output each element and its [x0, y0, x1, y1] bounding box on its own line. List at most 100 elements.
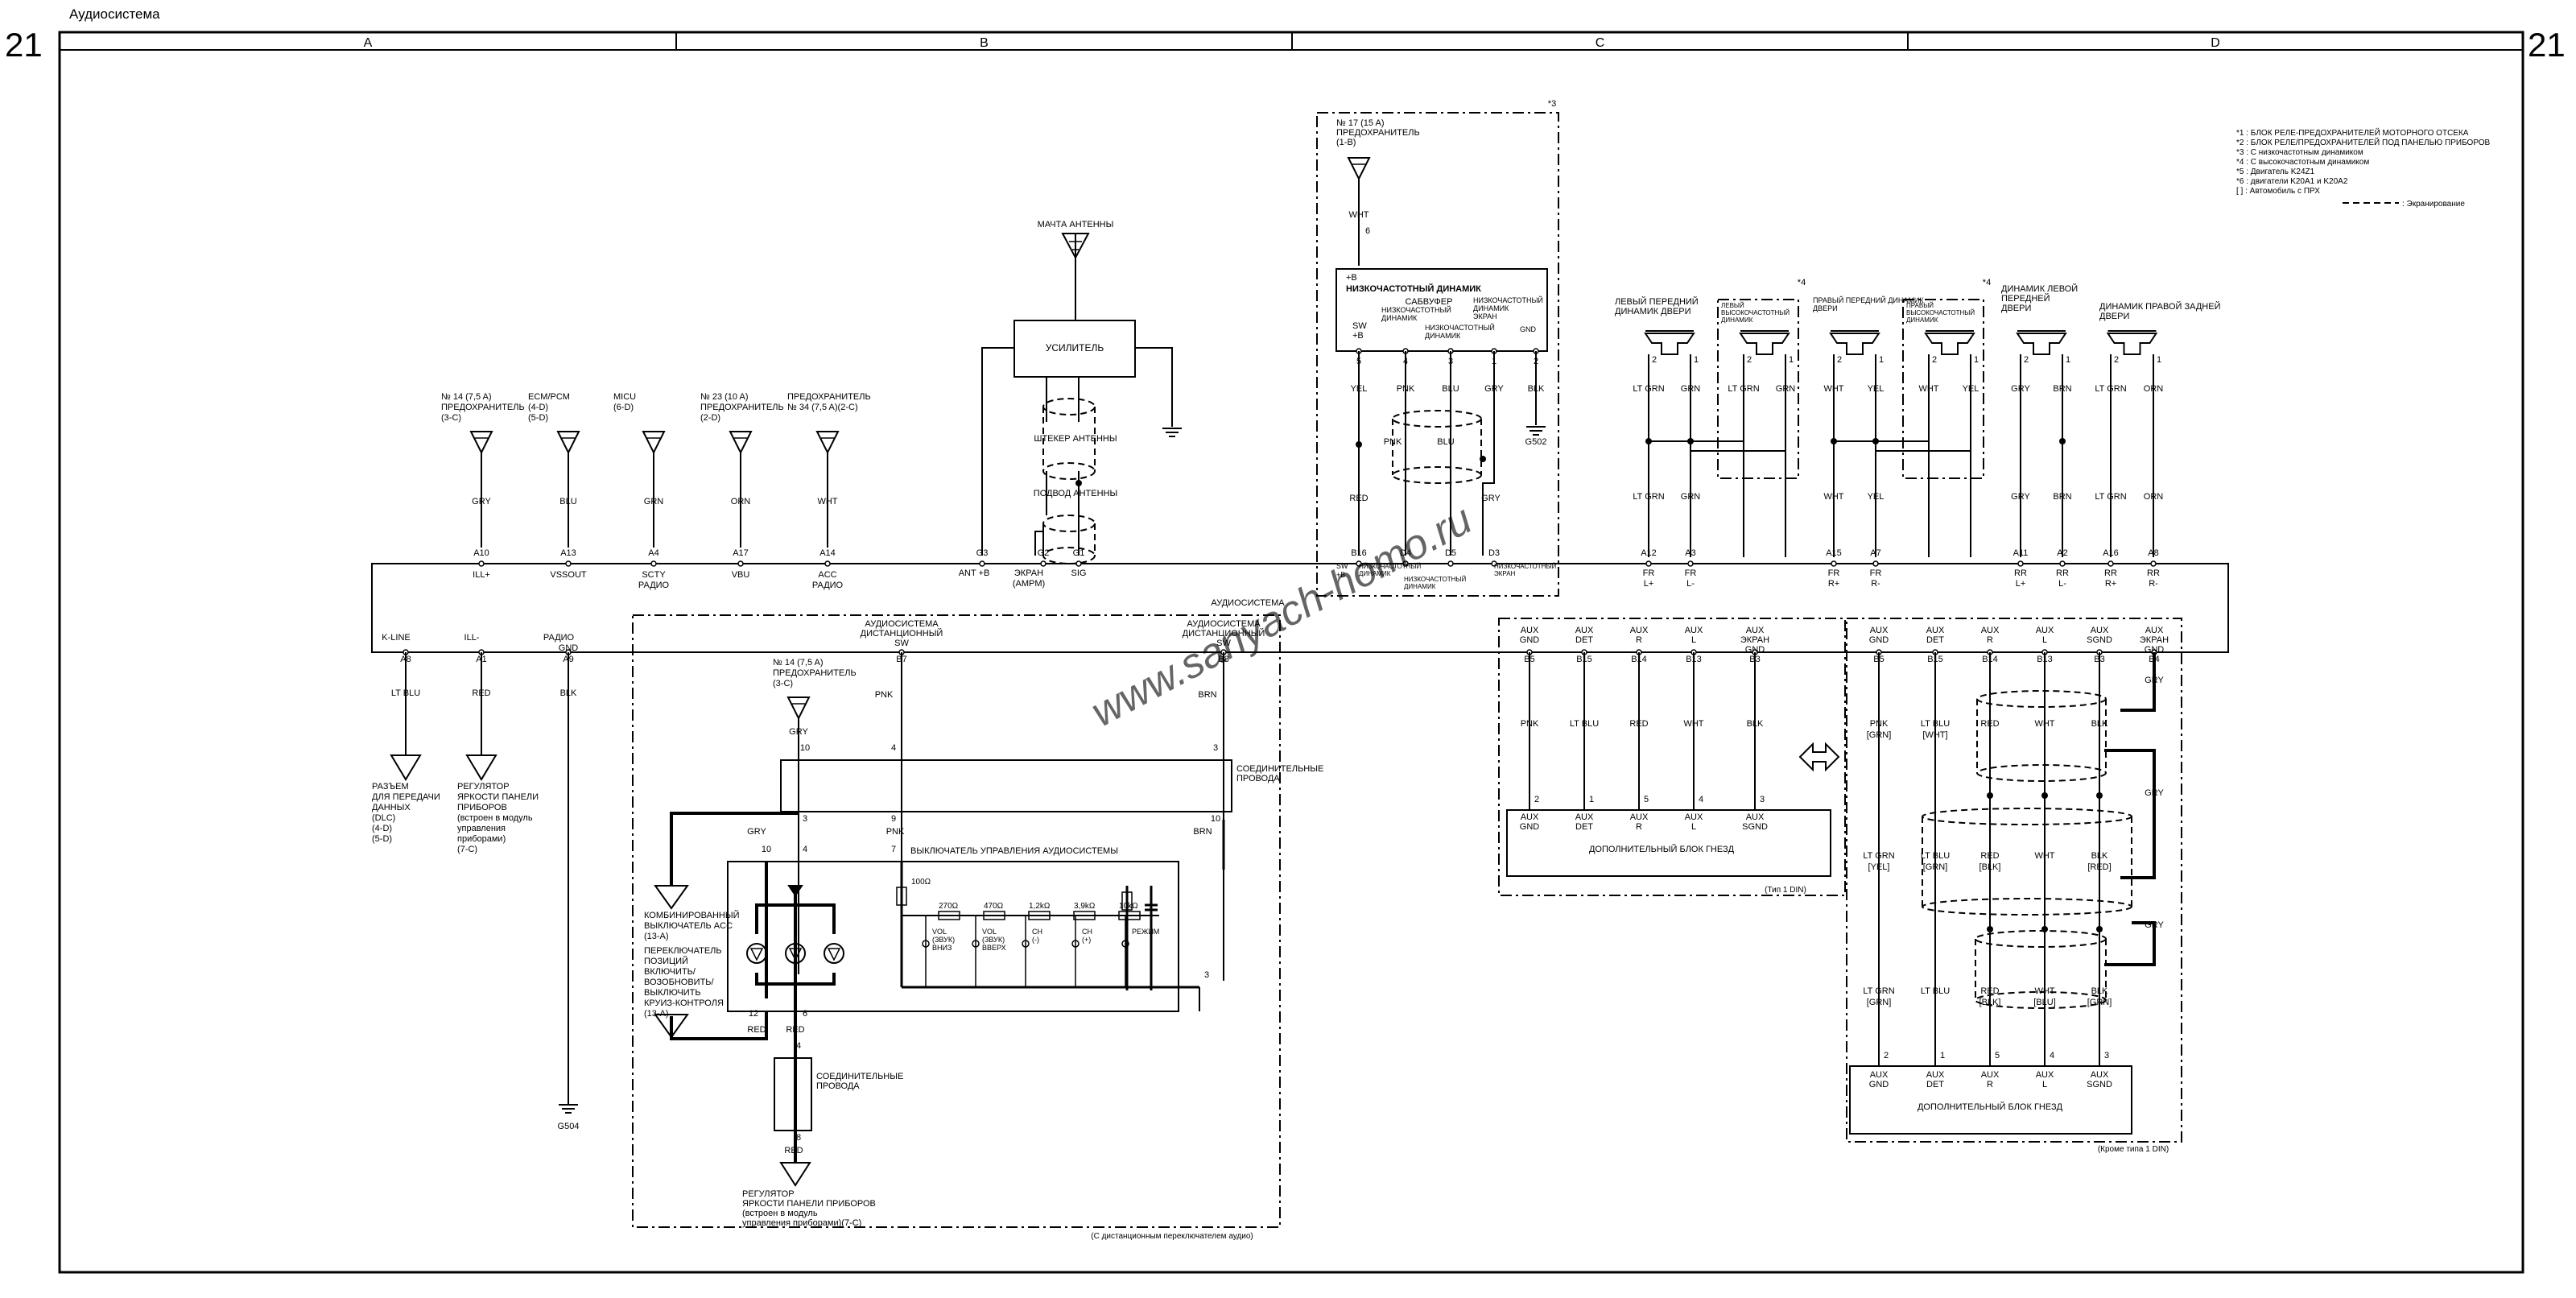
signal-label: GND [1869, 635, 1889, 645]
fuse-source-label: (2-D) [700, 413, 720, 423]
wire-color: LT GRN [1633, 384, 1664, 394]
wire-color: WHT [2034, 851, 2054, 861]
wire-color: RED [786, 1025, 804, 1035]
signal-label: L+ [1644, 579, 1654, 589]
pin-number: A7 [1870, 548, 1880, 558]
grid-letter: C [1596, 36, 1605, 50]
signal-label: AUX [1981, 626, 2000, 635]
pin-number: 4 [2050, 1051, 2054, 1060]
pin-number: B4 [2149, 655, 2159, 664]
resistor-icon [896, 887, 907, 906]
pin-number: B15 [1927, 655, 1943, 664]
signal-label: GND [1520, 635, 1540, 645]
signal-label: AUX [1685, 812, 1703, 822]
wire-color: GRY [789, 727, 808, 737]
wire-color: GRN [644, 497, 664, 506]
button-label: ВНИЗ [932, 944, 952, 952]
wire-color: LT GRN [2095, 492, 2126, 502]
signal-label: RR [2014, 568, 2027, 578]
fuse-source-label: (4-D) [528, 403, 548, 412]
signal-label: VSSOUT [550, 570, 587, 580]
dlc-label: ДАННЫХ [372, 803, 411, 812]
wire [2104, 749, 2156, 879]
wire-color: GRY [747, 827, 766, 837]
connector-arrow-icon [654, 885, 689, 910]
connector-arrow-icon [465, 754, 497, 781]
wire [1135, 347, 1173, 427]
button-label: VOL [982, 928, 997, 936]
signal-label: R [1987, 1080, 1993, 1089]
wire-color: GRN [1681, 384, 1701, 394]
dlc-label: (4-D) [372, 824, 392, 833]
pin [1687, 560, 1694, 567]
pin-number: 3 [1448, 357, 1453, 366]
note-line: [ ] : Автомобиль с ПРХ [2236, 186, 2320, 196]
pin-number: A2 [2057, 548, 2067, 558]
wire-color: RED [1629, 719, 1648, 729]
pin-number: A8 [400, 655, 411, 664]
signal-label: K-LINE [382, 633, 410, 643]
signal-label: ДИНАМИК [1404, 583, 1436, 590]
pin-number: 2 [1884, 1051, 1889, 1060]
wire-color: GRY [2011, 492, 2030, 502]
signal-label: AUX [2036, 626, 2054, 635]
fuse-label: № 17 (15 A) [1336, 118, 1385, 128]
pin-number: 2 [2024, 355, 2029, 365]
fuse-icon [1347, 157, 1371, 181]
wire-color: WHT [1823, 492, 1843, 502]
signal-label: FR [1870, 568, 1882, 578]
signal-label: AUX [1521, 626, 1539, 635]
signal-label: L [2042, 1080, 2047, 1089]
resistor-icon [1121, 891, 1133, 911]
speaker-label: ДИНАМИК ДВЕРИ [1615, 307, 1691, 316]
signal-label: R [1987, 635, 1993, 645]
area-footnote: (С дистанционным переключателем аудио) [1091, 1232, 1253, 1241]
signal-label: DET [1575, 822, 1593, 832]
wire [2104, 921, 2156, 966]
pin-number: 1 [1974, 355, 1979, 365]
rear-left-speaker [2016, 333, 2067, 355]
grid-letter: A [364, 36, 373, 50]
resistor-label: 470Ω [984, 902, 1004, 911]
wire-color: WHT [817, 497, 837, 506]
signal-label: DET [1926, 1080, 1944, 1089]
signal-label: НИЗКОЧАСТОТНЫЙ [1473, 296, 1543, 304]
connector-wires-box [780, 759, 1232, 812]
signal-label: RR [2056, 568, 2069, 578]
wire-color: PNK [886, 827, 905, 837]
connector-label: СОЕДИНИТЕЛЬНЫЕ [816, 1072, 903, 1081]
connector-wires-box [774, 1057, 812, 1131]
signal-label: РАДИО [638, 581, 670, 590]
signal-label: AUX [2145, 626, 2164, 635]
pin [650, 560, 657, 567]
wire-color: YEL [1868, 384, 1885, 394]
option-marker: *4 [1798, 278, 1806, 287]
note-line: *1 : БЛОК РЕЛЕ-ПРЕДОХРАНИТЕЛЕЙ МОТОРНОГО… [2236, 127, 2469, 138]
pin-number: 2 [1747, 355, 1752, 365]
pin-number: B7 [896, 655, 906, 664]
page-number-right: 21 [2528, 26, 2566, 64]
wire-color: LT BLU [1921, 719, 1950, 729]
signal-label: R [1636, 635, 1642, 645]
signal-label: R- [1871, 579, 1880, 589]
pin-number: 3 [803, 814, 807, 824]
pin-number: 2 [1534, 357, 1538, 366]
aux-block-title: ДОПОЛНИТЕЛЬНЫЙ БЛОК ГНЕЗД [1589, 844, 1735, 854]
wire-color: RED [472, 688, 490, 698]
pin-number: 7 [891, 845, 896, 854]
signal-label: AUX [1870, 626, 1889, 635]
remote-switch-area [632, 614, 1281, 1228]
wire-color: [BLK] [1979, 998, 2001, 1007]
signal-label: GND [559, 643, 579, 653]
aux-note: (Кроме типа 1 DIN) [2098, 1145, 2169, 1154]
shield-mark [1042, 515, 1096, 532]
pin-number: D4 [1400, 548, 1411, 558]
speaker-label: ПРАВЫЙ ПЕРЕДНИЙ ДИНАМИК [1813, 296, 1924, 304]
junction-dot [1645, 438, 1652, 444]
aux-jack-2-box [1849, 1065, 2132, 1135]
pin-number: B16 [1351, 548, 1367, 558]
signal-label: +B [1346, 273, 1357, 283]
pin-number: A11 [2013, 548, 2029, 558]
wire-color: RED [784, 1146, 803, 1155]
signal-label: SW [894, 639, 909, 648]
